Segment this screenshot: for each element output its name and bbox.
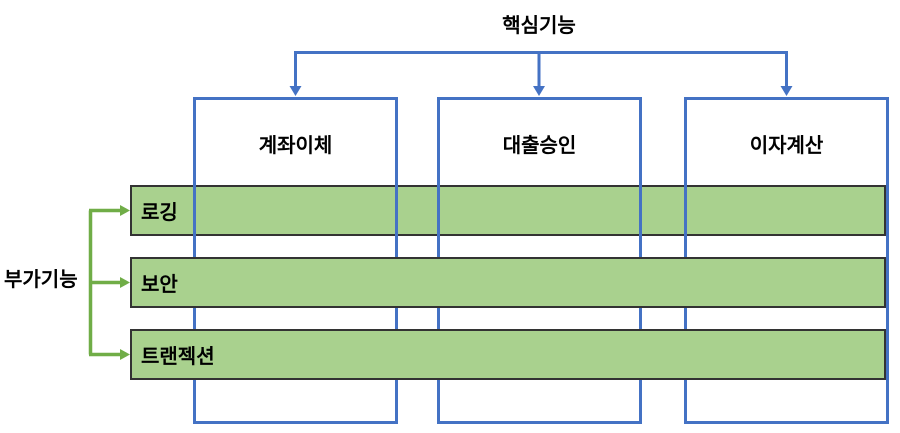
core-module-label: 이자계산 — [749, 135, 824, 157]
aspect-bar-logging: 로깅 — [130, 185, 886, 236]
aspect-bar-label: 보안 — [141, 274, 178, 296]
core-module-label: 대출승인 — [502, 135, 577, 157]
right-arrowhead-icon — [120, 205, 130, 360]
down-arrowhead-icon — [289, 86, 793, 96]
aspect-bar-transaction: 트랜젝션 — [130, 329, 886, 380]
aspect-bar-label: 로깅 — [141, 202, 178, 224]
cross-cutting-functions-title: 부가기능 — [4, 269, 78, 291]
aspect-bar-security: 보안 — [130, 257, 886, 308]
aspect-bar-label: 트랜젝션 — [141, 346, 215, 368]
core-functions-title: 핵심기능 — [502, 15, 576, 37]
core-module-label: 계좌이체 — [258, 135, 333, 157]
